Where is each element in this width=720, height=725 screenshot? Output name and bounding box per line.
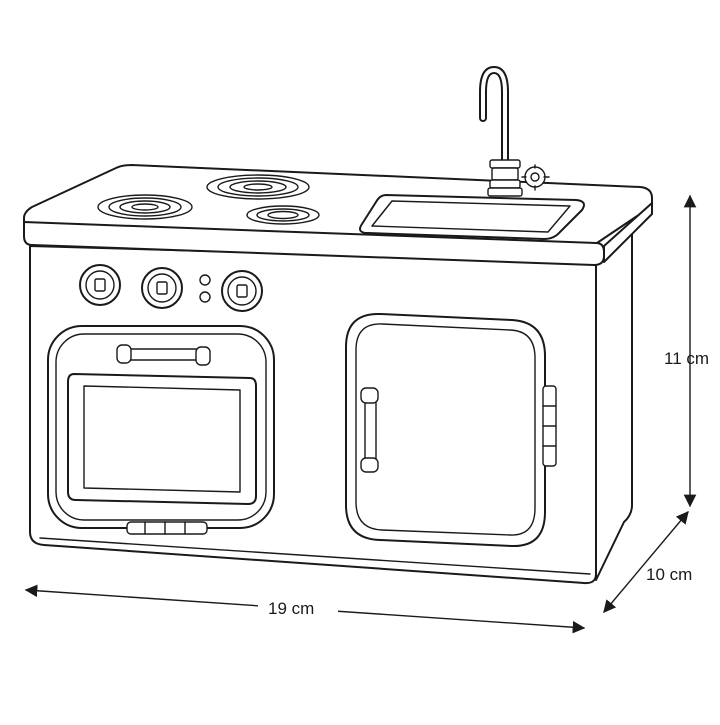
- burner-front: [246, 205, 320, 225]
- cabinet-door-frame: [345, 312, 546, 548]
- oven-window-frame: [67, 373, 257, 505]
- oven-handle: [116, 344, 211, 366]
- knob-1: [79, 264, 121, 306]
- indicator-light-bottom: [199, 291, 211, 303]
- indicator-light-top: [199, 274, 211, 286]
- cabinet-handle: [360, 387, 379, 473]
- handle-icon: [123, 348, 205, 361]
- sink-basin: [359, 194, 585, 240]
- countertop-front-edge: [23, 221, 605, 266]
- dimension-depth-label: 10 cm: [646, 565, 692, 584]
- dimension-height: 11 cm: [664, 194, 709, 508]
- knob-2: [141, 267, 183, 309]
- hinge-icon: [126, 521, 208, 535]
- countertop-side-edge: [603, 202, 653, 263]
- cabinet-door: [345, 312, 557, 548]
- burner-icon: [97, 194, 193, 220]
- faucet: [479, 65, 550, 197]
- faucet-valve-knob: [524, 166, 546, 188]
- oven-window-glass: [83, 385, 241, 493]
- oven-door: [47, 325, 275, 535]
- control-panel: [79, 264, 263, 312]
- dimension-depth: 10 cm: [603, 511, 692, 613]
- oven-door-inner-frame: [55, 333, 267, 521]
- cabinet-hinge: [542, 385, 557, 467]
- dimension-height-label: 11 cm: [664, 349, 709, 368]
- burner-icon: [206, 174, 310, 200]
- cabinet-door-inner-frame: [355, 323, 536, 536]
- dimension-depth-line: [603, 511, 689, 613]
- burner-left: [97, 194, 193, 220]
- dimension-width-label: 19 cm: [268, 599, 314, 618]
- faucet-icon: [479, 65, 509, 164]
- oven-hinge: [126, 521, 208, 535]
- burner-back: [206, 174, 310, 200]
- indicator-lights: [199, 274, 211, 303]
- cabinet-side-face: [595, 231, 633, 581]
- dimension-width: 19 cm: [24, 584, 586, 634]
- knob-3: [221, 270, 263, 312]
- cabinet-base-line: [39, 537, 591, 575]
- handle-icon: [364, 397, 377, 465]
